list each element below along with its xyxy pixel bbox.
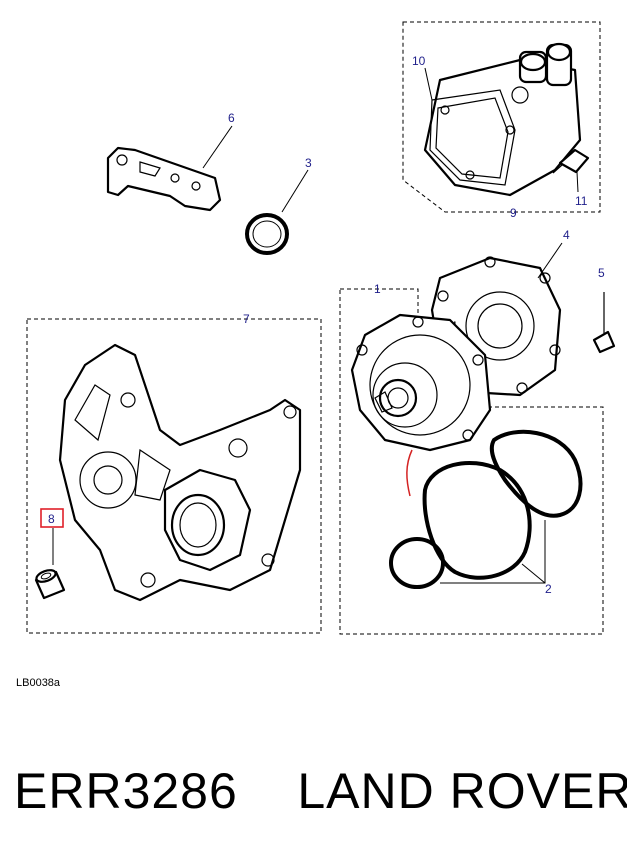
diagram-reference-code: LB0038a [16,677,61,689]
mounting-housing-7 [58,343,302,602]
callout-9: 9 [510,206,517,220]
brand-name: LAND ROVER [297,763,627,819]
callout-3: 3 [305,156,312,170]
callout-11: 11 [575,194,588,208]
callout-10: 10 [412,54,426,68]
footer-title: ERR3286 LAND ROVER [14,762,627,820]
leader-lines [52,67,579,584]
bush-8 [34,569,66,600]
callout-5: 5 [598,266,605,280]
water-pump-1 [350,313,492,452]
callout-8: 8 [48,512,55,526]
o-ring-3 [245,213,289,255]
bolt-11 [552,148,590,174]
group-9-outline [402,21,601,213]
o-ring-2-large [422,429,583,580]
group-7-outline [26,318,322,634]
exploded-parts-diagram: 1 2 3 4 5 6 7 8 9 10 11 LB0038a [16,21,616,689]
callout-1: 1 [374,282,381,296]
callout-6: 6 [228,111,235,125]
bracket-6 [106,146,222,212]
o-ring-2-small [389,537,445,589]
part-number: ERR3286 [14,763,238,819]
callout-2: 2 [545,582,552,596]
callout-8-highlight-box [40,508,64,528]
red-annotation-stroke [406,449,413,497]
callout-7: 7 [243,312,250,326]
callout-4: 4 [563,228,570,242]
bolt-5 [592,292,616,354]
thermostat-housing [423,42,582,197]
